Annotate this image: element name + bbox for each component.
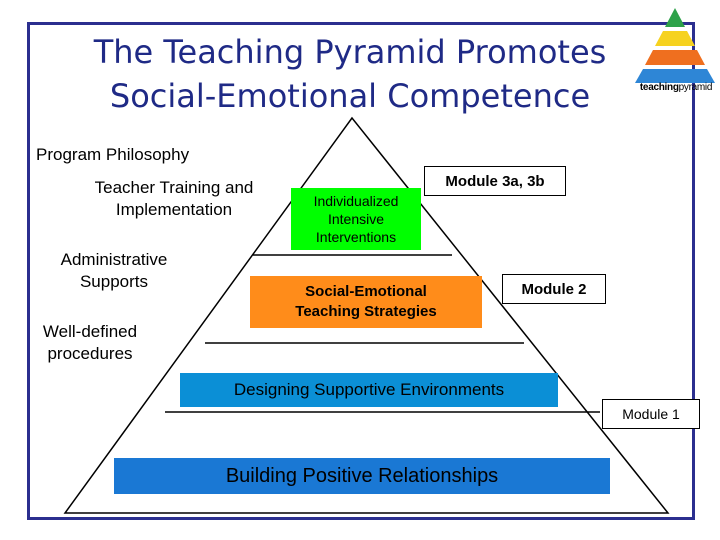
logo-layer-second (655, 31, 695, 46)
tier-intensive-label: Individualized Intensive Interventions (313, 193, 399, 245)
teaching-pyramid-logo (635, 8, 715, 83)
logo-layer-base (635, 69, 715, 83)
title-line-1: The Teaching Pyramid Promotes (93, 33, 607, 71)
logo-layer-third (645, 50, 705, 65)
title-line-2: Social-Emotional Competence (109, 77, 591, 115)
label-teacher-training: Teacher Training and Implementation (94, 178, 254, 219)
module-1-label: Module 1 (602, 399, 700, 429)
tier-relationships-label: Building Positive Relationships (225, 465, 499, 487)
tier-positive-relationships: Building Positive Relationships (114, 458, 610, 494)
logo-wordmark: teachingpyramid (632, 82, 720, 93)
label-well-defined-procedures: Well-defined procedures (42, 322, 138, 363)
logo-wordmark-part2: pyramid (678, 82, 713, 93)
module-2-label: Module 2 (502, 274, 606, 304)
label-program-philosophy: Program Philosophy (36, 145, 190, 164)
tier-environments-label: Designing Supportive Environments (233, 380, 505, 399)
slide-frame (27, 22, 695, 520)
pyramid-outline (63, 116, 670, 514)
tier-intensive-interventions: Individualized Intensive Interventions (291, 188, 421, 250)
tier-supportive-environments: Designing Supportive Environments (180, 373, 558, 407)
logo-layer-top (665, 8, 685, 27)
tier-teaching-strategies: Social-Emotional Teaching Strategies (250, 276, 482, 328)
slide-title: The Teaching Pyramid Promotes Social-Emo… (60, 30, 640, 118)
label-administrative-supports: Administrative Supports (60, 250, 168, 291)
tier-teaching-label: Social-Emotional Teaching Strategies (295, 283, 437, 320)
logo-wordmark-part1: teaching (639, 82, 679, 93)
module-3-label: Module 3a, 3b (424, 166, 566, 196)
